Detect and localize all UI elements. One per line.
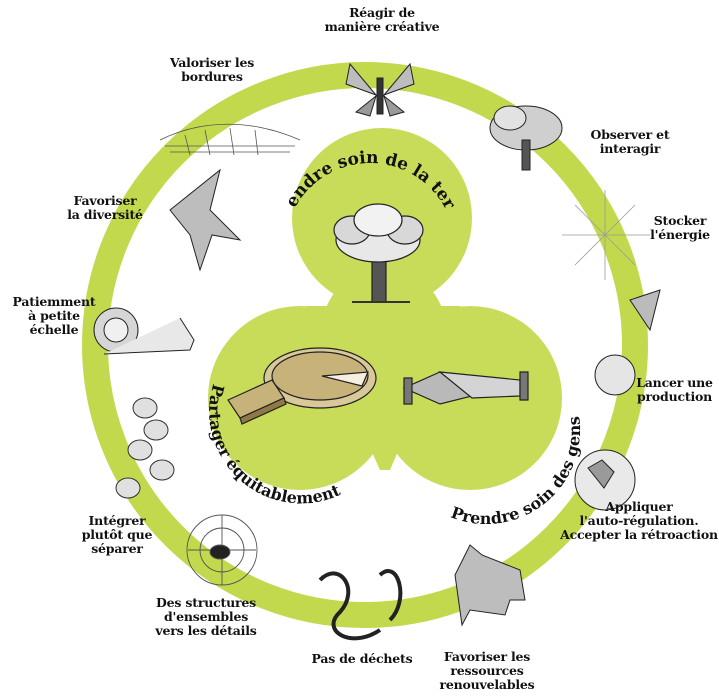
- snail-icon: [94, 308, 194, 354]
- label-small: Patiemment à petite échelle: [4, 295, 104, 337]
- label-waste: Pas de déchets: [302, 652, 422, 666]
- label-patterns: Des structures d'ensembles vers les déta…: [146, 596, 266, 638]
- swallow-bird-icon: [170, 170, 240, 270]
- label-creative: Réagir de manière créative: [322, 6, 442, 34]
- spider-web-icon: [187, 515, 257, 585]
- label-integrate: Intégrer plutôt que séparer: [62, 514, 172, 556]
- label-yield: Lancer une production: [630, 376, 719, 404]
- label-renewable: Favoriser les ressources renouvelables: [425, 650, 549, 692]
- label-edges: Valoriser les bordures: [152, 56, 272, 84]
- label-diversity: Favoriser la diversité: [50, 194, 160, 222]
- label-observe: Observer et interagir: [575, 128, 685, 156]
- label-feedback: Appliquer l'auto-régulation. Accepter la…: [560, 500, 718, 542]
- ethics-lobes: [208, 128, 562, 490]
- label-energy: Stocker l'énergie: [640, 214, 719, 242]
